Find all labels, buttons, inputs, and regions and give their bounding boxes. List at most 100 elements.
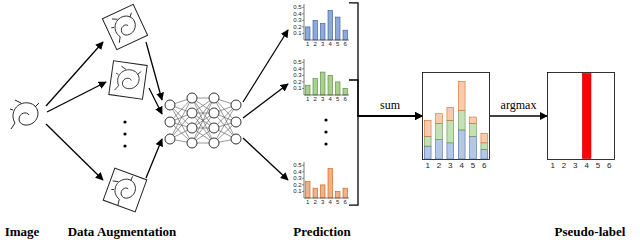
tick-mark	[302, 171, 304, 172]
tick-label: 5	[471, 162, 475, 170]
tick-label: 3	[573, 162, 577, 170]
stacked-bar	[436, 123, 443, 139]
chart-frame	[423, 73, 490, 160]
augmented-image	[109, 61, 147, 99]
edge-label: sum	[379, 99, 401, 112]
tick-mark	[302, 62, 304, 63]
stacked-bar	[458, 111, 465, 130]
tick-label: 0.4	[293, 66, 301, 72]
stacked-bar	[424, 120, 431, 136]
augmented-image	[102, 4, 147, 49]
image-frame	[102, 4, 147, 49]
sketch-image	[114, 66, 142, 94]
tick-mark	[302, 165, 304, 166]
connector	[490, 115, 547, 116]
column-label: Data Augmentation	[68, 224, 177, 239]
stacked-bar	[436, 140, 443, 159]
stacked-bar	[481, 143, 488, 149]
tick-label: 2	[562, 162, 566, 170]
bar	[328, 169, 333, 198]
tick-label: 0.3	[293, 175, 301, 181]
tick-mark	[302, 191, 304, 192]
tick-label: 1	[306, 199, 309, 205]
tick-label: 6	[482, 162, 486, 170]
tick-label: 0.5	[293, 4, 301, 10]
connector	[349, 3, 422, 116]
tick-label: 0.1	[293, 188, 301, 194]
stacked-bar	[424, 146, 431, 159]
stacked-bar	[481, 149, 488, 159]
tick-label: 6	[607, 162, 611, 170]
bar	[306, 85, 311, 95]
bar	[313, 188, 318, 198]
chart-axis	[304, 4, 349, 40]
stacked-bar	[436, 114, 443, 124]
tick-label: 6	[344, 96, 347, 102]
bar	[321, 72, 326, 95]
stacked-bar	[458, 81, 465, 110]
tick-mark	[302, 184, 304, 185]
tick-label: 5	[336, 96, 339, 102]
selected-bar	[582, 74, 591, 159]
bar	[328, 11, 333, 40]
stacked-bar	[458, 130, 465, 159]
sketch-image	[108, 10, 141, 43]
tick-label: 3	[321, 41, 324, 47]
sketch-image	[10, 100, 39, 129]
bar	[336, 82, 341, 95]
stacked-bar	[447, 143, 454, 159]
bar	[343, 88, 348, 95]
column-label: Prediction	[293, 224, 351, 239]
image-frame	[103, 168, 147, 212]
bar	[313, 79, 318, 95]
summed-chart: 123456	[422, 72, 490, 172]
chart-graphic	[547, 72, 615, 172]
tick-mark	[302, 68, 304, 69]
stacked-bar	[447, 120, 454, 143]
network-connections	[170, 98, 236, 143]
tick-label: 4	[329, 199, 332, 205]
tick-label: 1	[306, 41, 309, 47]
tick-label: 6	[344, 41, 347, 47]
bar	[321, 185, 326, 198]
bar	[321, 24, 326, 40]
tick-label: 0.4	[293, 11, 301, 17]
bar	[313, 20, 318, 40]
tick-label: 3	[448, 162, 452, 170]
tick-label: 2	[314, 41, 317, 47]
tick-mark	[302, 75, 304, 76]
tick-label: 0.5	[293, 162, 301, 168]
connector	[349, 80, 422, 116]
pseudo-label-chart: 123456	[547, 72, 615, 172]
tick-mark	[302, 88, 304, 89]
tick-label: 3	[321, 199, 324, 205]
prediction-chart: 0.50.40.30.20.1123456	[293, 57, 349, 103]
column-label: Pseudo-label	[555, 224, 626, 239]
tick-label: 2	[437, 162, 441, 170]
chart-frame	[548, 73, 615, 160]
tick-mark	[302, 26, 304, 27]
stacked-bar	[447, 107, 454, 120]
stacked-bar	[481, 133, 488, 143]
bar	[336, 191, 341, 198]
tick-mark	[302, 33, 304, 34]
chart-graphic	[422, 72, 490, 172]
sketch-image	[109, 174, 141, 206]
tick-label: 0.4	[293, 169, 301, 175]
image-frame	[109, 61, 147, 99]
tick-label: 1	[306, 96, 309, 102]
tick-mark	[302, 20, 304, 21]
tick-label: 4	[329, 96, 332, 102]
tick-label: 4	[459, 162, 463, 170]
tick-label: 0.2	[293, 24, 301, 30]
prediction-chart: 0.50.40.30.20.1123456	[293, 160, 349, 206]
bar	[328, 75, 333, 95]
tick-label: 0.1	[293, 30, 301, 36]
chart-axis	[304, 59, 349, 95]
tick-label: 1	[550, 162, 554, 170]
tick-label: 5	[596, 162, 600, 170]
augmented-image	[102, 167, 147, 212]
